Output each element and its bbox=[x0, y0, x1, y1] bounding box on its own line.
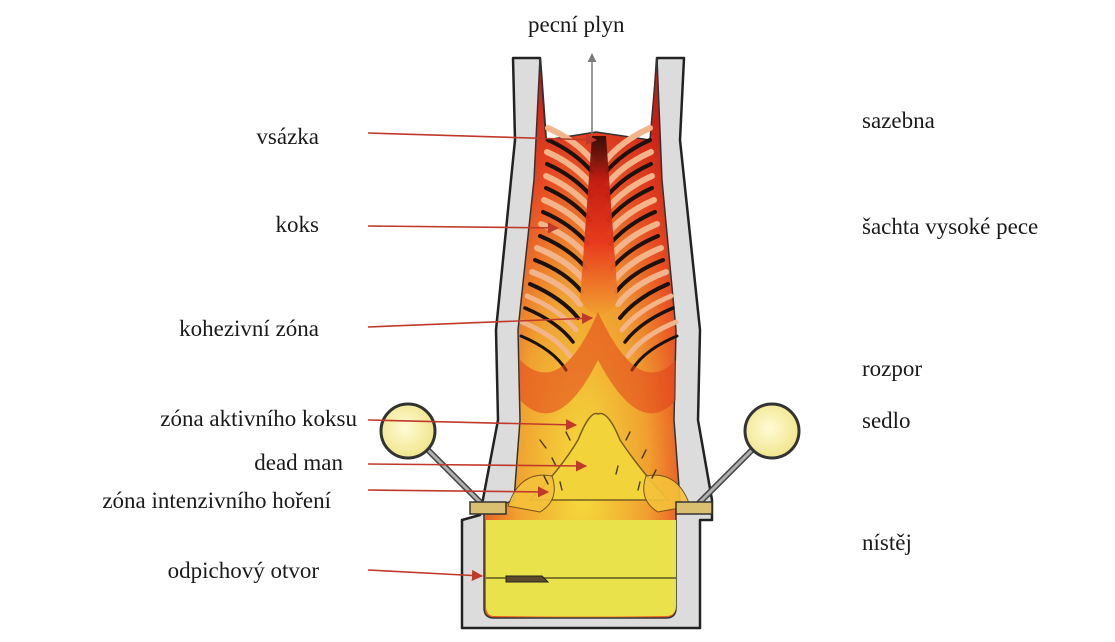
tap-hole bbox=[506, 576, 548, 582]
label-koks: koks bbox=[276, 212, 319, 238]
label-nistej: nístěj bbox=[862, 530, 912, 556]
label-odpichovy-otvor: odpichový otvor bbox=[168, 558, 319, 584]
label-vsazka: vsázka bbox=[256, 124, 319, 150]
label-rozpor: rozpor bbox=[862, 356, 922, 382]
label-sachta-vysoke-pece: šachta vysoké pece bbox=[862, 214, 1038, 240]
label-sazebna: sazebna bbox=[862, 108, 935, 134]
label-zona-intenzivniho-horeni: zóna intenzivního hoření bbox=[102, 488, 331, 514]
label-kohezivni-zona: kohezivní zóna bbox=[179, 316, 319, 342]
hearth-liquid bbox=[486, 520, 676, 616]
label-sedlo: sedlo bbox=[862, 408, 911, 434]
label-zona-aktivniho-koksu: zóna aktivního koksu bbox=[160, 406, 357, 432]
label-dead-man: dead man bbox=[254, 450, 343, 476]
top-label-pecni-plyn: pecní plyn bbox=[528, 12, 624, 38]
